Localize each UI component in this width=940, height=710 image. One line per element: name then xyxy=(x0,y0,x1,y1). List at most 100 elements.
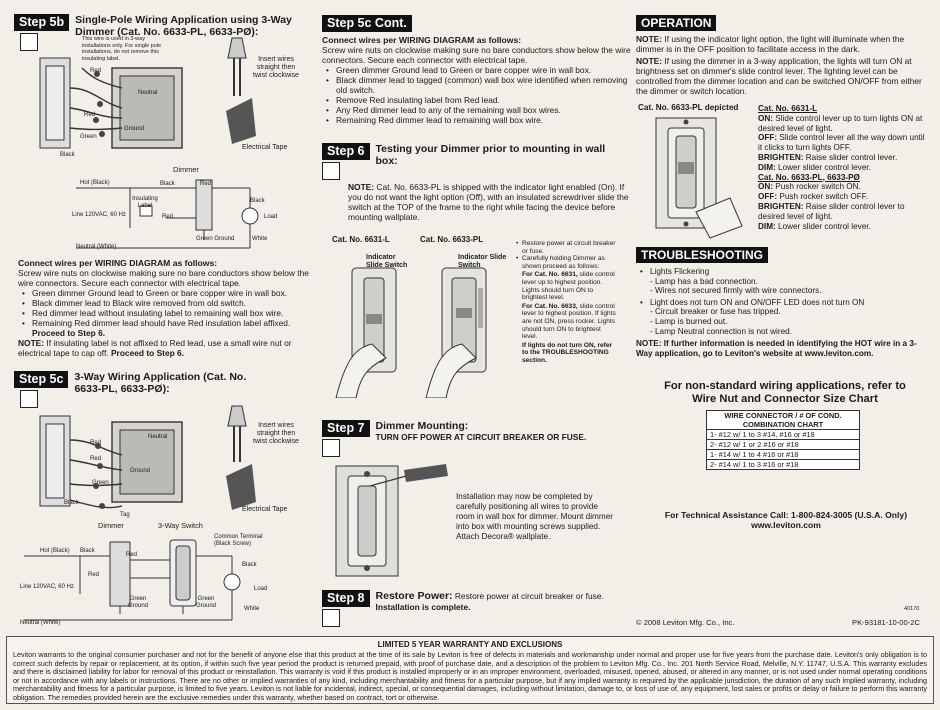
warranty-title: LIMITED 5 YEAR WARRANTY AND EXCLUSIONS xyxy=(377,640,563,649)
step5c-title: 3-Way Wiring Application (Cat. No. 6633-… xyxy=(74,371,247,395)
step8-checkbox[interactable] xyxy=(322,609,340,627)
step5c-cont-bullet-5: Remaining Red dimmer lead to remaining w… xyxy=(322,115,632,125)
step5b-sch-black2: Black xyxy=(250,198,265,204)
step5b-checkbox[interactable] xyxy=(20,33,38,51)
step5b-sch-load: Load xyxy=(264,214,278,220)
troubleshooting-item-1: Lights Flickering - Lamp has a bad conne… xyxy=(636,267,932,296)
part-number: PK-93181-10-00-2C xyxy=(852,618,920,627)
step6-checkbox[interactable] xyxy=(322,162,340,180)
step5c-dia-red: Red xyxy=(90,440,102,446)
step6-side-bullet-1: Restore power at circuit breaker or fuse… xyxy=(512,240,618,255)
step5c-sch-green-ground: Green Ground xyxy=(127,596,148,609)
step5c-schematic xyxy=(24,539,241,621)
warranty-text: Leviton warrants to the original consume… xyxy=(13,650,927,702)
step7-mounting-illustration xyxy=(335,464,448,577)
step6-if-not: If lights do not turn ON, refer to the T… xyxy=(522,341,613,364)
step5c-dia-black: Black xyxy=(64,500,79,506)
step5c-cont-bullet-list: Green dimmer Ground lead to Green or bar… xyxy=(322,65,632,125)
step5b-wirenut-illustration xyxy=(226,37,256,144)
step5b-sch-black: Black xyxy=(160,181,175,187)
step6-6631-text: slide control lever up to highest positi… xyxy=(522,271,615,302)
connector-table-row: 2- #14 w/ 1 to 3 #16 or #18 xyxy=(706,459,860,470)
step5b-note-proceed: Proceed to Step 6. xyxy=(110,348,185,358)
troubleshooting-note: NOTE: If further information is needed i… xyxy=(636,339,917,358)
operation-note2-label: NOTE: xyxy=(636,56,663,66)
step5b-sch-white: White xyxy=(252,236,268,242)
operation-off-text: Slide control lever all the way down unt… xyxy=(758,133,925,153)
step5c-sch-line: Line 120VAC, 60 Hz xyxy=(20,584,74,590)
step5b-proceed: Proceed to Step 6. xyxy=(32,328,106,338)
connector-table-header2: COMBINATION CHART xyxy=(706,420,860,430)
step5b-sch-dimmer: Dimmer xyxy=(173,165,199,174)
step5c-cont-connect-body: Screw wire nuts on clockwise making sure… xyxy=(322,45,631,65)
step8-title: Restore Power: xyxy=(375,590,453,602)
troubleshooting-item-2: Light does not turn ON and ON/OFF LED do… xyxy=(636,298,932,336)
step5c-checkbox[interactable] xyxy=(20,390,38,408)
step5c-dia-neutral: Neutral xyxy=(148,434,168,440)
step5c-header: Step 5c 3-Way Wiring Application (Cat. N… xyxy=(14,371,314,408)
step5b-bullet-4: Remaining Red dimmer lead should have Re… xyxy=(18,318,310,338)
step5b-tape-label: Electrical Tape xyxy=(242,144,288,151)
step6-note-text: Cat. No. 6633-PL is shipped with the ind… xyxy=(348,182,629,222)
operation-depicted: Cat. No. 6633-PL depicted xyxy=(638,103,739,112)
step5b-instructions: Connect wires per WIRING DIAGRAM as foll… xyxy=(18,258,310,358)
nonstandard-heading: For non-standard wiring applications, re… xyxy=(664,380,906,405)
step5b-label: Step 5b xyxy=(14,14,70,31)
step5c-sch-white: White xyxy=(244,606,260,612)
step6-title: Testing your Dimmer prior to mounting in… xyxy=(375,143,606,167)
step5c-sch-black: Black xyxy=(80,548,95,554)
operation-note1-label: NOTE: xyxy=(636,34,663,44)
step5c-dia-green: Green xyxy=(92,480,109,486)
step5c-insert-note: Insert wires straight then twist clockwi… xyxy=(253,422,299,445)
step6-6633-text: slide control lever to highest position.… xyxy=(522,302,616,341)
step5b-dia-ground: Ground xyxy=(124,126,145,132)
operation-controls: Cat. No. 6631-L ON: Slide control lever … xyxy=(758,104,930,231)
step5c-cont-bullet-1: Green dimmer Ground lead to Green or bar… xyxy=(322,65,632,75)
step5b-sch-insulating: Insulating Label xyxy=(132,196,158,209)
step5b-bullet-4-text: Remaining Red dimmer lead should have Re… xyxy=(32,318,291,328)
connector-table-row: 1- #12 w/ 1 to 3 #14, #16 or #18 xyxy=(706,429,860,440)
operation-dim2-label: DIM: xyxy=(758,221,776,231)
operation-note2: NOTE: If using the dimmer in a 3-way app… xyxy=(636,56,932,96)
operation-on2: ON: Push rocker switch ON. xyxy=(758,182,930,192)
troubleshooting-item-2-sub-3: - Lamp Neutral connection is not wired. xyxy=(650,326,792,336)
step5c-wirenut-illustration xyxy=(226,405,256,510)
step5b-dia-neutral: Neutral xyxy=(138,90,158,96)
step8-text: Restore power at circuit breaker or fuse… xyxy=(454,591,604,601)
step6-6631-instruction: For Cat. No. 6631, slide control lever u… xyxy=(512,271,618,301)
step5c-cont-bullet-3: Remove Red insulating label from Red lea… xyxy=(322,95,632,105)
step8-header: Step 8 Restore Power: Restore power at c… xyxy=(322,590,632,627)
step5c-sch-red2: Red xyxy=(88,572,100,578)
operation-dim: DIM: Lower slider control lever. xyxy=(758,163,930,173)
step5b-dia-red2: Red xyxy=(84,112,96,118)
troubleshooting-item-2-sub-2: - Lamp is burned out. xyxy=(650,316,728,326)
technical-assistance: For Technical Assistance Call: 1-800-824… xyxy=(664,510,908,530)
step5c-cont-connect-head: Connect wires per WIRING DIAGRAM as foll… xyxy=(322,35,522,45)
operation-brighten: BRIGHTEN: Raise slider control lever. xyxy=(758,153,930,163)
step5b-bullet-list: Green dimmer Ground lead to Green or bar… xyxy=(18,288,310,338)
operation-brighten2-text: Raise slider control lever to desired le… xyxy=(758,201,905,221)
step5c-wallbox-diagram xyxy=(39,415,183,509)
step5b-wallbox-diagram xyxy=(39,57,183,149)
step5b-sch-hot: Hot (Black) xyxy=(80,180,110,186)
step5b-insert-note: Insert wires straight then twist clockwi… xyxy=(253,56,299,79)
step8-text2: Installation is complete. xyxy=(375,602,471,612)
step5c-label: Step 5c xyxy=(14,371,69,388)
step6-cat1: Cat. No. 6631-L xyxy=(332,235,390,244)
troubleshooting-heading: TROUBLESHOOTING xyxy=(636,247,768,263)
troubleshooting-item-1-sub-1: - Lamp has a bad connection. xyxy=(650,276,758,286)
step6-label: Step 6 xyxy=(322,143,370,160)
step7-checkbox[interactable] xyxy=(322,439,340,457)
operation-on: ON: Slide control lever up to turn light… xyxy=(758,114,930,134)
operation-off2-text: Push rocker switch OFF. xyxy=(779,192,869,202)
step5b-dia-black: Black xyxy=(60,152,75,158)
step5b-connect-body: Screw wire nuts on clockwise making sure… xyxy=(18,268,309,288)
troubleshooting-section: TROUBLESHOOTING Lights Flickering - Lamp… xyxy=(636,246,932,358)
step5b-schematic xyxy=(76,179,259,249)
step6-6633-instruction: For Cat. No. 6633, slide control lever t… xyxy=(512,303,618,341)
step6-side-bullets: Restore power at circuit breaker or fuse… xyxy=(512,240,618,270)
step5b-dia-red: Red xyxy=(90,68,102,74)
step5c-sch-load: Load xyxy=(254,586,268,592)
step7-title: Dimmer Mounting: xyxy=(375,420,469,432)
operation-cat6631: Cat. No. 6631-L xyxy=(758,104,818,113)
